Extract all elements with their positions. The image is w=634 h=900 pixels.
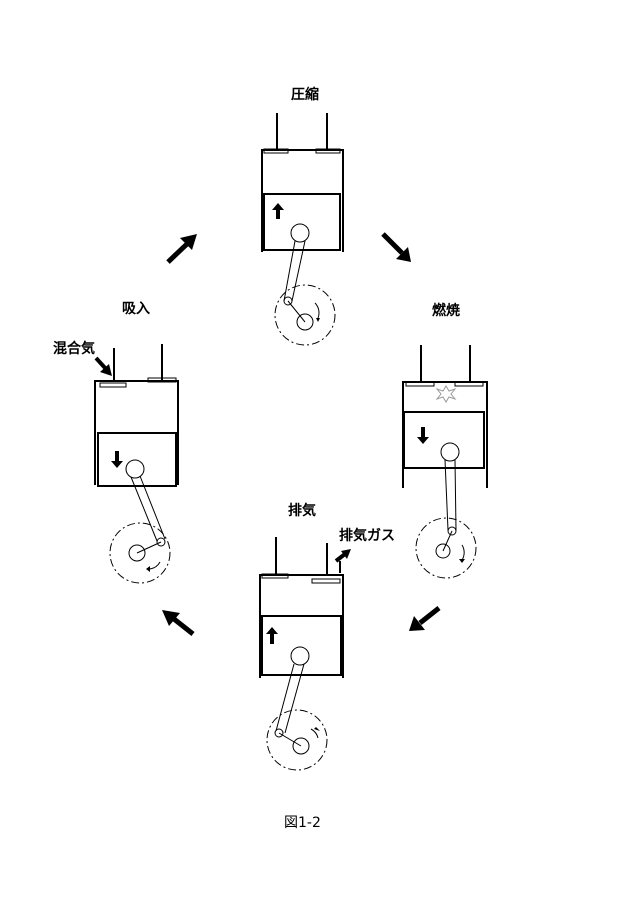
compression-piston — [263, 193, 341, 251]
compression-engine — [261, 113, 344, 346]
exhaust-label: 排気 — [288, 503, 316, 519]
figure-caption: 図1-2 — [284, 815, 321, 831]
spark-icon — [435, 385, 457, 403]
combustion-label: 燃焼 — [432, 303, 460, 319]
cycle-arrow-compression-to-combustion — [381, 232, 411, 262]
exhaust-gas-label: 排気ガス — [339, 528, 395, 544]
crank-rotation-icon — [459, 559, 465, 563]
exhaust-engine — [259, 537, 344, 771]
combustion-crank-circle — [415, 517, 477, 579]
intake-crank-circle — [109, 522, 171, 584]
cycle-arrow-icon — [180, 234, 197, 250]
piston-up-arrow-icon — [266, 627, 278, 644]
intake-piston — [97, 432, 177, 487]
piston-down-arrow-icon — [417, 427, 429, 444]
air-fuel-mixture-label: 混合気 — [53, 341, 95, 357]
exhaust-piston — [261, 615, 342, 676]
combustion-piston — [403, 411, 485, 469]
intake-engine — [94, 344, 179, 584]
intake-label: 吸入 — [122, 301, 150, 317]
cycle-arrow-combustion-to-exhaust — [409, 606, 441, 631]
exhaust-crank-circle — [266, 709, 328, 771]
compression-label: 圧縮 — [291, 87, 319, 103]
cycle-arrow-icon — [162, 610, 180, 626]
mixture-inflow-arrow-icon — [100, 364, 112, 376]
cycle-arrow-exhaust-to-intake — [162, 610, 195, 636]
exhaust-gas-outflow-arrow — [334, 549, 351, 573]
piston-up-arrow-icon — [272, 203, 284, 219]
crank-rotation-icon — [146, 566, 150, 572]
cycle-arrow-icon — [409, 616, 425, 631]
crank-rotation-icon — [316, 318, 320, 322]
cycle-arrow-icon — [396, 247, 411, 262]
exhaust-gas-outflow-arrow-icon — [341, 549, 351, 559]
crank-rotation-icon — [314, 727, 320, 731]
piston-down-arrow-icon — [111, 451, 123, 468]
compression-crank-circle — [274, 284, 336, 346]
mixture-inflow-arrow — [94, 356, 112, 376]
cycle-arrow-intake-to-compression — [166, 234, 197, 264]
combustion-engine — [402, 345, 488, 579]
